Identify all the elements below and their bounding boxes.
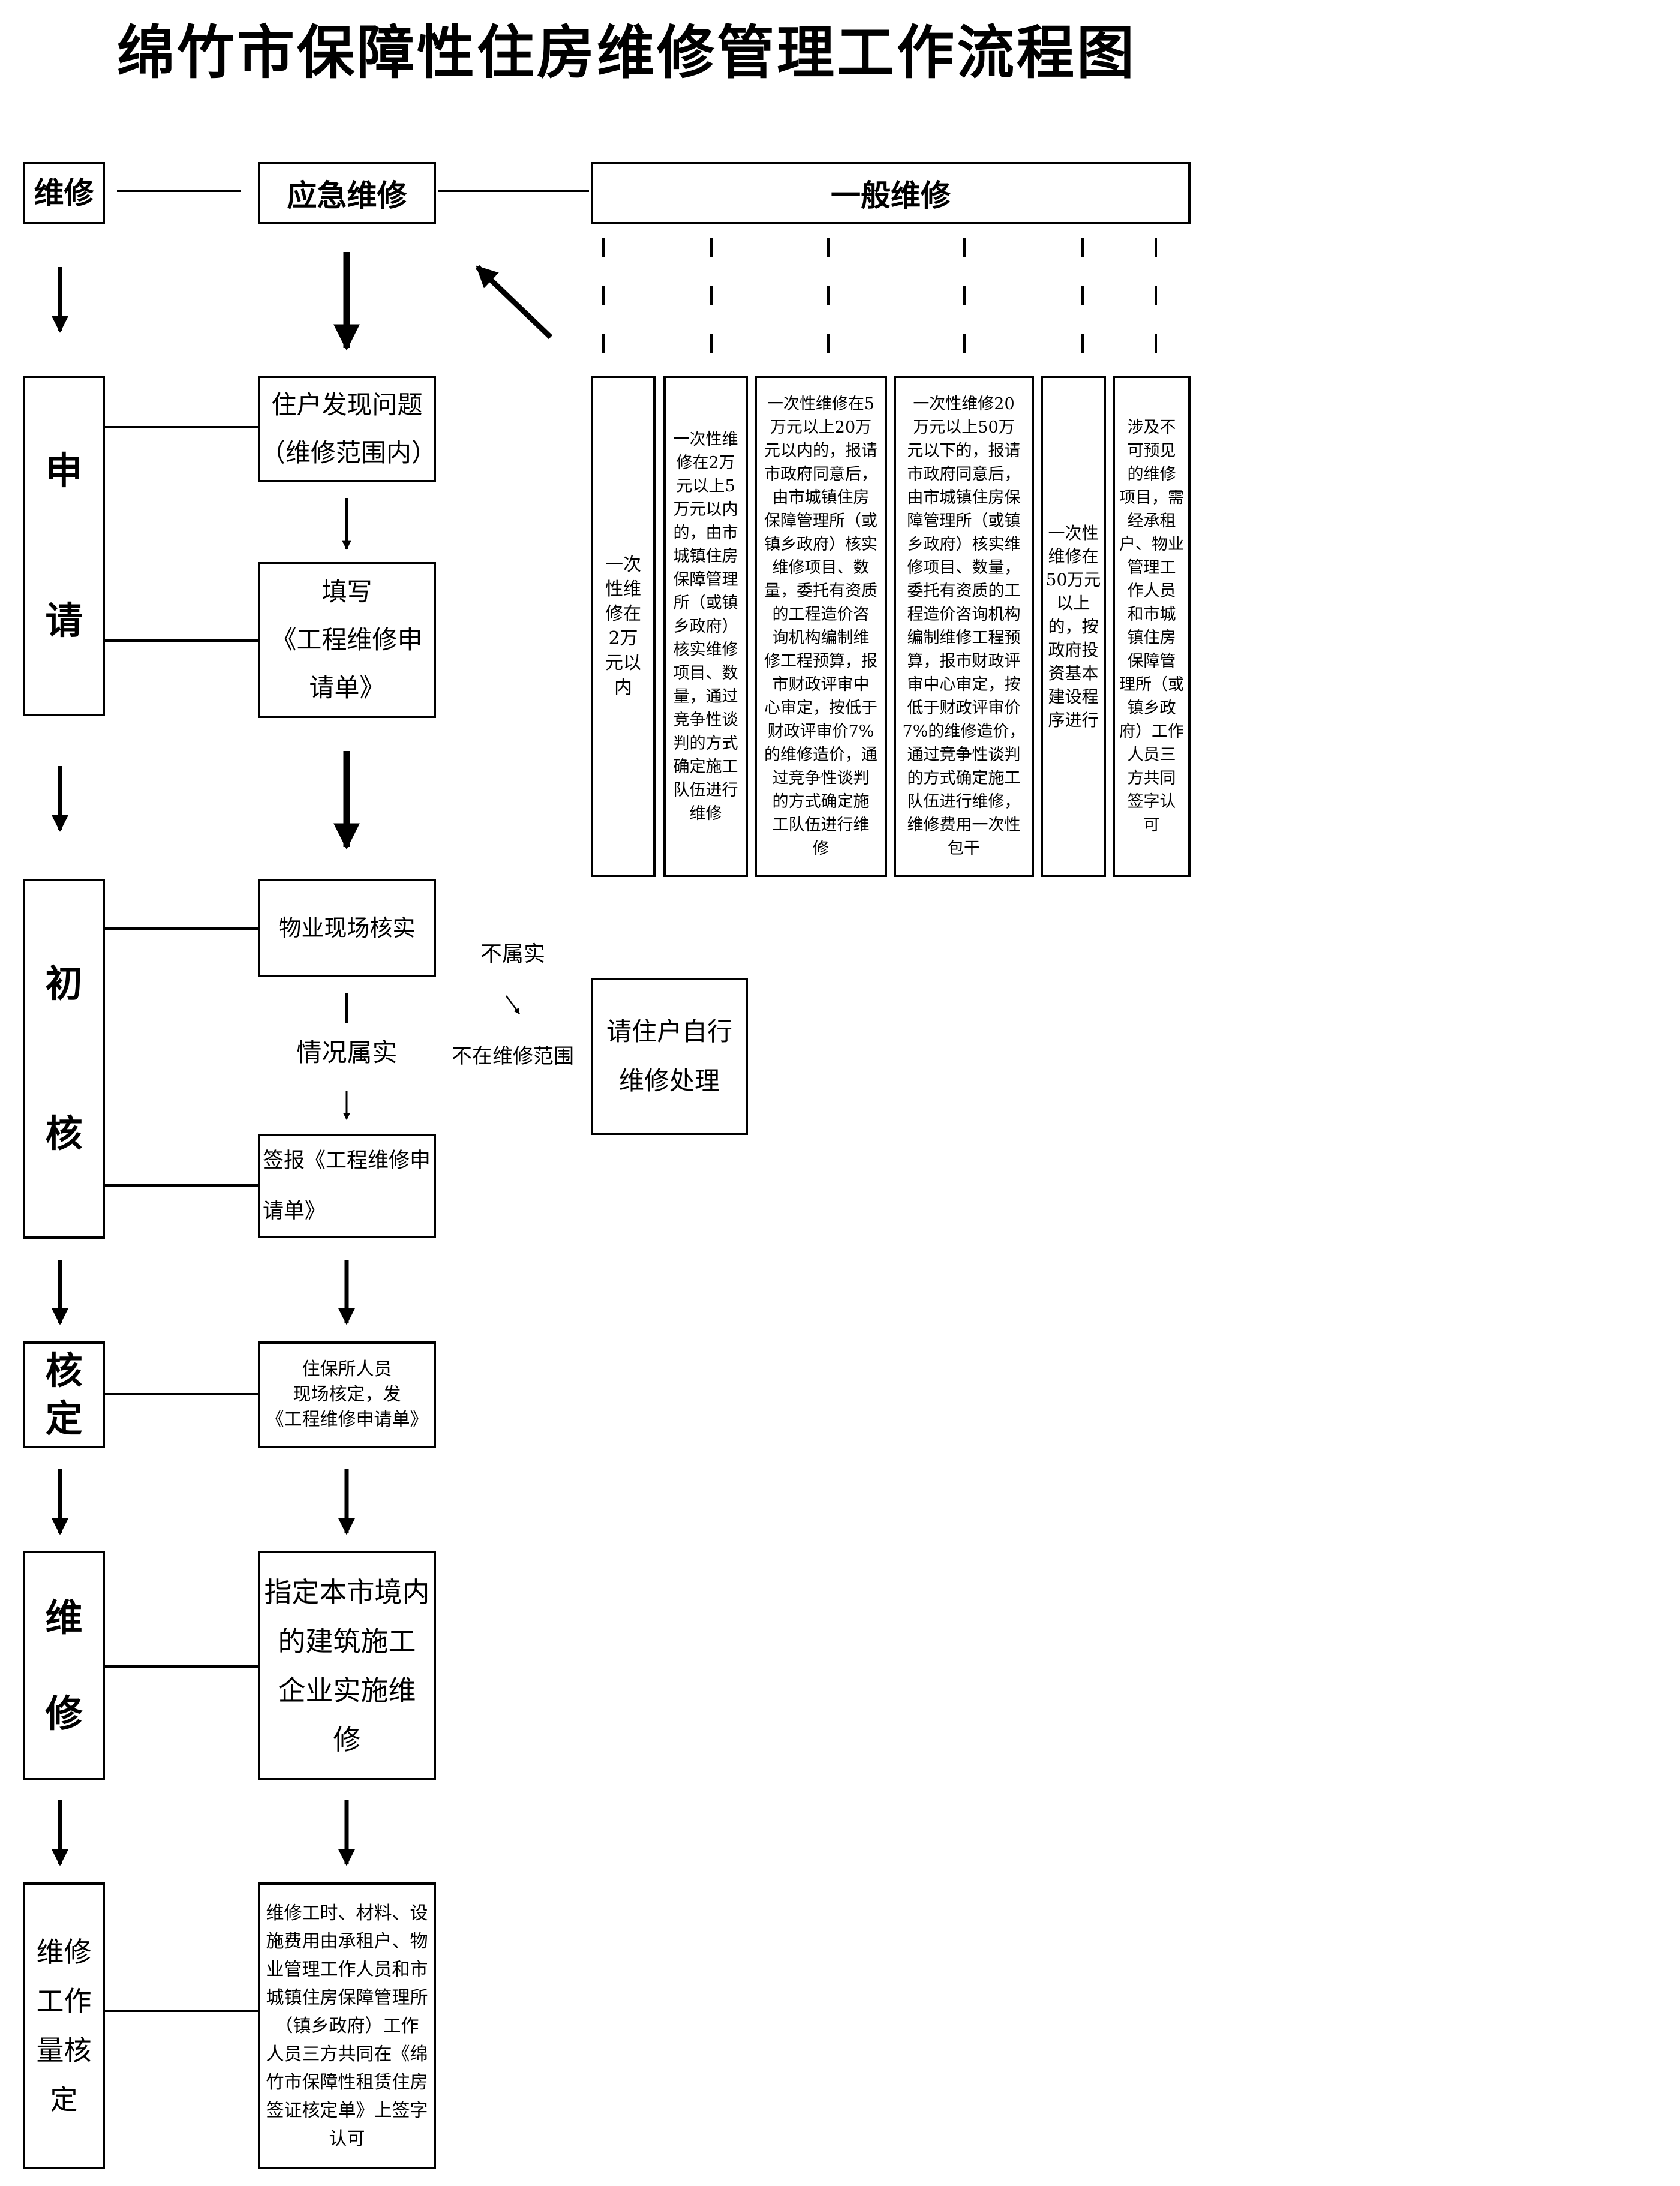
general-condition-text: 一次性维修在5 万元以上20万 元以内的，报请 市政府同意后， 由市城镇住房 保… bbox=[764, 395, 877, 858]
step-sign-report-box: 签报《工程维修申 请单》 bbox=[258, 1134, 436, 1238]
branch-not-true-label: 不属实 bbox=[480, 942, 545, 966]
step-workload-detail-text: 维修工时、材料、设 施费用由承租户、物 业管理工作人员和市 城镇住房保障管理所 … bbox=[266, 1902, 428, 2149]
repair-header-label: 维修 bbox=[34, 175, 94, 211]
emergency-repair-label: 应急维修 bbox=[287, 178, 407, 213]
general-repair-box: 一般维修 bbox=[591, 162, 1191, 224]
step-assign-company-box: 指定本市境内 的建筑施工 企业实施维 修 bbox=[258, 1551, 436, 1780]
stage-repair-label: 维 修 bbox=[45, 1595, 83, 1735]
stage-initial-check-label: 初 核 bbox=[45, 962, 83, 1155]
general-condition-text: 涉及不 可预见 的维修 项目，需 经承租 户、物业 管理工 作人员 和市城 镇住… bbox=[1119, 418, 1184, 834]
repair-header-box: 维修 bbox=[23, 162, 105, 224]
general-condition-text: 一次性维修20 万元以上50万 元以下的，报请 市政府同意后， 由市城镇住房保 … bbox=[902, 395, 1026, 858]
self-repair-text: 请住户自行 维修处理 bbox=[606, 1017, 732, 1095]
general-condition-text: 一次性 维修在 50万元 以上 的，按 政府投 资基本 建设程 序进行 bbox=[1045, 523, 1101, 730]
general-condition-1: 一次 性维 修在 2万 元以 内 bbox=[591, 376, 656, 877]
stage-approve-label: 核 定 bbox=[45, 1349, 83, 1440]
general-tick-marks bbox=[602, 238, 1157, 353]
general-condition-4: 一次性维修20 万元以上50万 元以下的，报请 市政府同意后， 由市城镇住房保 … bbox=[894, 376, 1034, 877]
stage-apply-box: 申 请 bbox=[23, 376, 105, 716]
general-condition-text: 一次 性维 修在 2万 元以 内 bbox=[605, 554, 641, 698]
general-condition-6: 涉及不 可预见 的维修 项目，需 经承租 户、物业 管理工 作人员 和市城 镇住… bbox=[1113, 376, 1191, 877]
step-fill-form-box: 填写 《工程维修申 请单》 bbox=[258, 562, 436, 718]
step-resident-finds-text: 住户发现问题 （维修范围内） bbox=[260, 390, 436, 467]
general-condition-2: 一次性维 修在2万 元以上5 万元以内 的，由市 城镇住房 保障管理 所（或镇 … bbox=[663, 376, 748, 877]
step-sign-report-text: 签报《工程维修申 请单》 bbox=[263, 1149, 431, 1223]
general-condition-5: 一次性 维修在 50万元 以上 的，按 政府投 资基本 建设程 序进行 bbox=[1041, 376, 1106, 877]
general-condition-3: 一次性维修在5 万元以上20万 元以内的，报请 市政府同意后， 由市城镇住房 保… bbox=[755, 376, 887, 877]
step-staff-approve-box: 住保所人员 现场核定，发 《工程维修申请单》 bbox=[258, 1341, 436, 1448]
stage-workload-label: 维修 工作 量核 定 bbox=[36, 1936, 92, 2116]
stage-repair-box: 维 修 bbox=[23, 1551, 105, 1780]
step-site-check-text: 物业现场核实 bbox=[278, 915, 416, 941]
general-condition-text: 一次性维 修在2万 元以上5 万元以内 的，由市 城镇住房 保障管理 所（或镇 … bbox=[673, 430, 738, 823]
branch-out-of-scope-label: 不在维修范围 bbox=[452, 1044, 574, 1068]
step-site-check-box: 物业现场核实 bbox=[258, 879, 436, 977]
flow-arrow bbox=[475, 265, 553, 340]
page-title: 绵竹市保障性住房维修管理工作流程图 bbox=[117, 19, 1137, 86]
step-assign-company-text: 指定本市境内 的建筑施工 企业实施维 修 bbox=[264, 1575, 430, 1756]
stage-workload-box: 维修 工作 量核 定 bbox=[23, 1882, 105, 2169]
step-workload-detail-box: 维修工时、材料、设 施费用由承租户、物 业管理工作人员和市 城镇住房保障管理所 … bbox=[258, 1882, 436, 2169]
step-fill-form-text: 填写 《工程维修申 请单》 bbox=[271, 577, 423, 702]
stage-apply-label: 申 请 bbox=[45, 449, 83, 642]
stage-approve-box: 核 定 bbox=[23, 1341, 105, 1448]
step-confirmed-label: 情况属实 bbox=[296, 1038, 398, 1067]
general-repair-label: 一般维修 bbox=[831, 178, 951, 213]
step-staff-approve-text: 住保所人员 现场核定，发 《工程维修申请单》 bbox=[266, 1359, 428, 1430]
stage-initial-check-box: 初 核 bbox=[23, 879, 105, 1239]
branch-arrow bbox=[505, 995, 521, 1014]
emergency-repair-box: 应急维修 bbox=[258, 162, 436, 224]
self-repair-box: 请住户自行 维修处理 bbox=[591, 978, 748, 1135]
step-resident-finds-box: 住户发现问题 （维修范围内） bbox=[258, 376, 436, 482]
